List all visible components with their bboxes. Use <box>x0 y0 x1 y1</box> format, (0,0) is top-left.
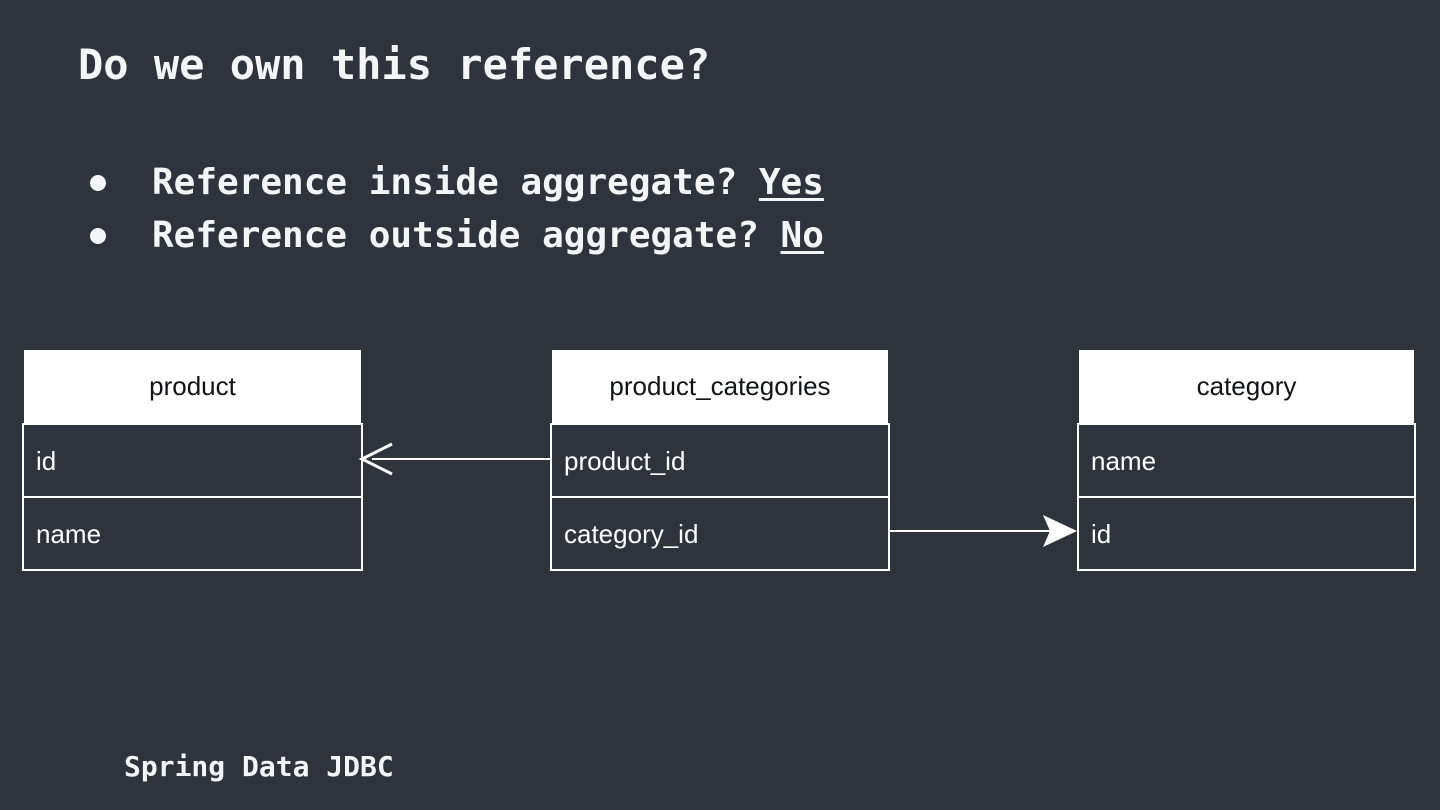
er-table-title-category: category <box>1079 350 1414 423</box>
er-table-body-product-categories: product_id category_id <box>550 423 890 571</box>
er-table-body-category: name id <box>1077 423 1416 571</box>
bullet-dot-icon <box>90 175 106 191</box>
bullet-item-1: Reference outside aggregate? No <box>90 209 824 262</box>
er-column-product-id: id <box>24 423 361 496</box>
bullet-list: Reference inside aggregate? Yes Referenc… <box>90 156 824 262</box>
er-table-body-product: id name <box>22 423 363 571</box>
bullet-item-0: Reference inside aggregate? Yes <box>90 156 824 209</box>
er-column-product-name: name <box>24 496 361 569</box>
er-table-title-product: product <box>24 350 361 423</box>
bullet-answer-0: Yes <box>758 162 824 203</box>
er-column-category-id: id <box>1079 496 1414 569</box>
er-table-title-product-categories: product_categories <box>552 350 888 423</box>
bullet-dot-icon <box>90 228 106 244</box>
slide-footer: Spring Data JDBC <box>124 750 394 783</box>
er-column-product-categories-product-id: product_id <box>552 423 888 496</box>
arrowhead-right-filled-icon <box>1043 515 1077 547</box>
bullet-answer-1: No <box>780 215 824 256</box>
er-table-product: product id name <box>22 350 363 571</box>
er-column-category-name: name <box>1079 423 1414 496</box>
er-table-category: category name id <box>1077 350 1416 571</box>
er-table-product-categories: product_categories product_id category_i… <box>550 350 890 571</box>
slide-title: Do we own this reference? <box>78 40 711 89</box>
bullet-text-1: Reference outside aggregate? <box>152 215 781 256</box>
arrowhead-left-open-icon <box>358 442 393 476</box>
er-column-product-categories-category-id: category_id <box>552 496 888 569</box>
bullet-text-0: Reference inside aggregate? <box>152 162 759 203</box>
